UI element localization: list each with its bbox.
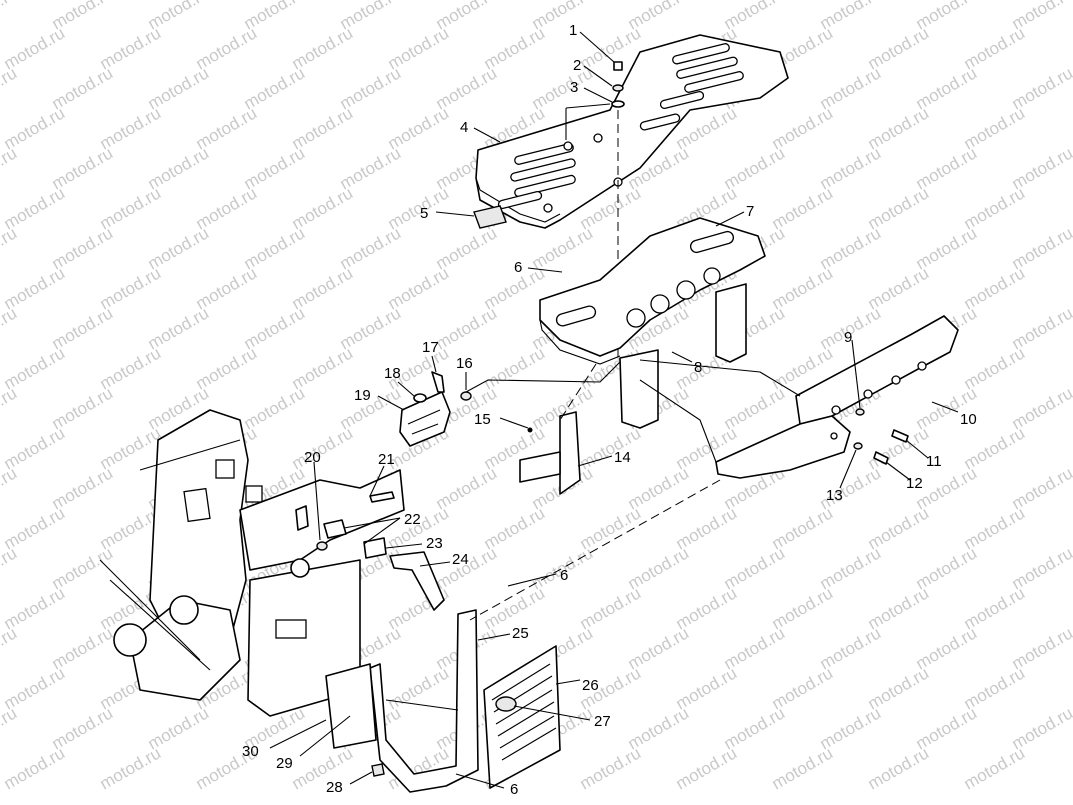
callout-4: 4 (460, 119, 468, 136)
callout-1: 1 (569, 22, 577, 39)
watermark-text: motod.ru (961, 743, 1029, 793)
rack-support-bracket (539, 217, 766, 429)
watermark-text: motod.ru (0, 63, 20, 113)
callout-6-flap-lower: 6 (510, 781, 518, 798)
callout-19: 19 (354, 387, 371, 404)
callout-18: 18 (384, 365, 401, 382)
hitch-bracket (519, 411, 581, 495)
callout-27: 27 (594, 713, 611, 730)
callout-8: 8 (694, 359, 702, 376)
snowflap (483, 645, 561, 789)
callout-22: 22 (404, 511, 421, 528)
watermark-text: motod.ru (0, 463, 20, 513)
watermark-text: motod.ru (0, 303, 20, 353)
callout-6-rack: 6 (514, 259, 522, 276)
watermark-text: motod.ru (289, 743, 357, 793)
callout-6-flap-upper: 6 (560, 567, 568, 584)
callout-12: 12 (906, 475, 923, 492)
watermark-text: motod.ru (0, 543, 20, 593)
watermark-text: motod.ru (865, 743, 933, 793)
callout-13: 13 (826, 487, 843, 504)
callout-25: 25 (512, 625, 529, 642)
callout-labels: 1 2 3 4 5 6 7 8 9 10 11 12 13 14 15 16 1… (242, 22, 977, 798)
taillight-assembly (399, 361, 621, 447)
watermark-text: motod.ru (0, 703, 20, 753)
callout-28: 28 (326, 779, 343, 796)
watermark-text: motod.ru (0, 0, 20, 33)
watermark-text: motod.ru (0, 383, 20, 433)
callout-23: 23 (426, 535, 443, 552)
callout-21: 21 (378, 451, 395, 468)
rear-rack-plate (475, 34, 789, 229)
mount-plate-5 (473, 205, 507, 229)
callout-24: 24 (452, 551, 469, 568)
callout-14: 14 (614, 449, 631, 466)
watermark-text: motod.ru (0, 623, 20, 673)
watermark-text: motod.ru (1, 743, 69, 793)
snowflap-frame (369, 609, 479, 793)
watermark-text: motod.ru (769, 743, 837, 793)
watermark-text: motod.ru (0, 143, 20, 193)
latch-hardware (295, 491, 395, 559)
callout-29: 29 (276, 755, 293, 772)
callout-7: 7 (746, 203, 754, 220)
callout-15: 15 (474, 411, 491, 428)
bolt-washer-stack (565, 61, 625, 360)
callout-26: 26 (582, 677, 599, 694)
watermark-text: motod.ru (673, 743, 741, 793)
rear-bumper (715, 315, 959, 479)
watermark-text: motod.ru (577, 743, 645, 793)
callout-20: 20 (304, 449, 321, 466)
bumper-fasteners (853, 408, 909, 465)
watermark-text: motod.ru (97, 743, 165, 793)
callout-2: 2 (573, 57, 581, 74)
callout-17: 17 (422, 339, 439, 356)
leader-lines (269, 31, 959, 789)
chassis-frame (99, 409, 405, 717)
watermark-text: motod.ru (0, 223, 20, 273)
callout-5: 5 (420, 205, 428, 222)
callout-10: 10 (960, 411, 977, 428)
callout-3: 3 (570, 79, 578, 96)
callout-9: 9 (844, 329, 852, 346)
callout-30: 30 (242, 743, 259, 760)
assembly-guide-lines (469, 359, 801, 621)
flap-bracket (389, 551, 445, 611)
callout-16: 16 (456, 355, 473, 372)
flap-mount-plate (325, 663, 385, 777)
callout-11: 11 (926, 453, 942, 470)
